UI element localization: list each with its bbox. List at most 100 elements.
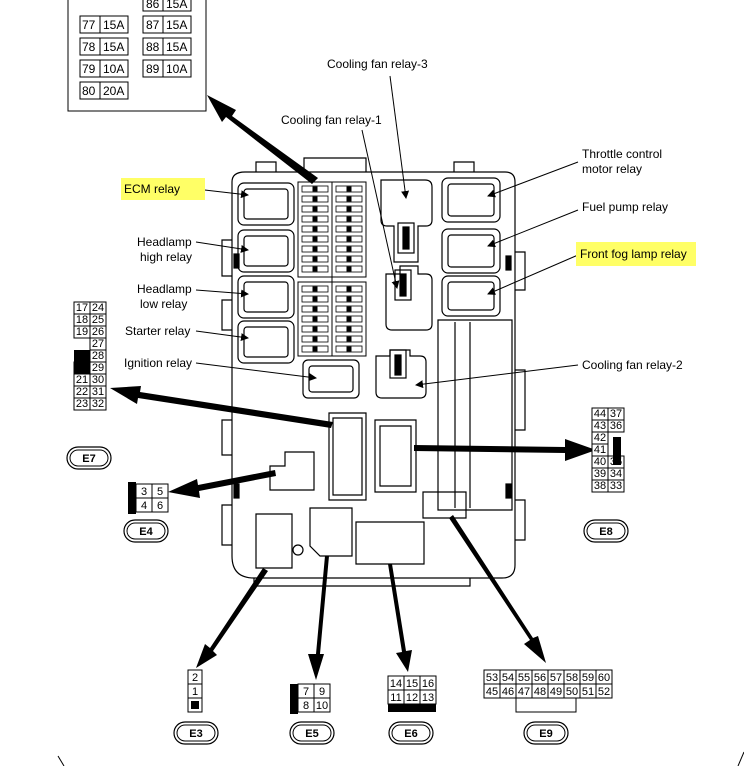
- connector-key: [128, 482, 136, 514]
- fuse-slot-mark: [312, 196, 318, 202]
- fuse-slot: [301, 345, 329, 353]
- fuse-number: 79: [82, 62, 96, 76]
- pin: 3: [141, 486, 147, 498]
- connector-key: [515, 697, 577, 713]
- pin: 22: [76, 386, 88, 398]
- arrow-to-e3: [196, 568, 268, 668]
- pin-cell: [595, 683, 613, 699]
- pin: 57: [550, 672, 562, 684]
- connector-key: [388, 704, 436, 712]
- pin: 32: [92, 398, 104, 410]
- fuse-slot: [335, 205, 363, 213]
- connector-label-e6: E6: [404, 728, 417, 740]
- pin: 14: [390, 678, 402, 690]
- fuse-slot-mark: [346, 316, 352, 322]
- fuse-slot: [335, 255, 363, 263]
- arrow-to-e4: [168, 470, 276, 498]
- pin: 37: [610, 408, 622, 420]
- connector-label-e7: E7: [82, 453, 95, 465]
- pin-cell: [313, 697, 331, 713]
- fuse-slot: [301, 325, 329, 333]
- label-headlamp-low-line2: low relay: [140, 297, 187, 311]
- fuse-slot: [301, 195, 329, 203]
- fuse-rating: 15A: [166, 0, 187, 11]
- fuse-slot: [335, 185, 363, 193]
- pin: 41: [594, 444, 606, 456]
- label-starter-relay: Starter relay: [125, 324, 190, 338]
- fuse-slot-mark: [346, 246, 352, 252]
- relay-slots-left: [237, 182, 295, 364]
- fuse-rating: 15A: [166, 40, 187, 54]
- fuse-number: 80: [82, 84, 96, 98]
- pin: 1: [192, 686, 198, 698]
- fuse-slot: [301, 295, 329, 303]
- fuse-slot-mark: [346, 346, 352, 352]
- fuse-rating: 15A: [103, 40, 124, 54]
- fuse-slot-mark: [346, 266, 352, 272]
- connector-key: [290, 684, 298, 714]
- fuse-table: 86 15A 77 15A 87 15A 78 15A 88 15A 79 10…: [67, 0, 207, 112]
- pin: 60: [598, 672, 610, 684]
- arrow-to-e5: [308, 556, 329, 680]
- arrow-to-e8: [414, 439, 596, 461]
- fuse-number: 78: [82, 40, 96, 54]
- pin: 2: [192, 672, 198, 684]
- connector-e7: 17241825192627282029213022312332 E7: [66, 301, 112, 470]
- pin: 7: [303, 686, 309, 698]
- fuse-slot-mark: [346, 336, 352, 342]
- label-front-fog-lamp-relay: Front fog lamp relay: [580, 247, 687, 261]
- label-ecm-relay: ECM relay: [124, 182, 180, 196]
- pin: 46: [502, 686, 514, 698]
- pin-cell: [151, 497, 169, 513]
- connector-label-e9: E9: [539, 728, 552, 740]
- fuse-slot: [335, 265, 363, 273]
- pin: 17: [76, 302, 88, 314]
- pin: 39: [594, 468, 606, 480]
- fuse-slot-mark: [312, 266, 318, 272]
- pin: 29: [92, 362, 104, 374]
- fuse-slot: [301, 235, 329, 243]
- fuse-number: 86: [146, 0, 160, 11]
- pin: 23: [76, 398, 88, 410]
- fuse-slot-mark: [312, 296, 318, 302]
- highlight-ecm-relay: [121, 178, 205, 200]
- fuse-slot: [335, 195, 363, 203]
- fuse-slot-mark: [312, 336, 318, 342]
- fuse-block: [297, 181, 367, 357]
- pin: 56: [534, 672, 546, 684]
- fuse-rating: 15A: [166, 18, 187, 32]
- fuse-slot-mark: [346, 206, 352, 212]
- pin: 58: [566, 672, 578, 684]
- fuse-slot-mark: [312, 206, 318, 212]
- pin: 11: [390, 692, 401, 704]
- pin: 28: [92, 350, 104, 362]
- fuse-slot-mark: [312, 216, 318, 222]
- fuse-number: 87: [146, 18, 160, 32]
- pin: 43: [594, 420, 606, 432]
- pin: 40: [594, 456, 606, 468]
- fuse-slot-mark: [312, 236, 318, 242]
- pin: 51: [582, 686, 594, 698]
- connector-key: [613, 437, 621, 465]
- fuse-slot: [335, 245, 363, 253]
- fuse-slot-mark: [346, 216, 352, 222]
- fuse-slot-mark: [346, 306, 352, 312]
- fuse-slot-mark: [346, 286, 352, 292]
- arrow-to-e9: [449, 515, 546, 663]
- fuse-rating: 10A: [166, 62, 187, 76]
- pin: 34: [610, 468, 622, 480]
- fuse-slot-mark: [346, 236, 352, 242]
- pin: 15: [406, 678, 418, 690]
- pin: 50: [566, 686, 578, 698]
- pin: 38: [594, 480, 606, 492]
- fuse-slot: [335, 305, 363, 313]
- label-headlamp-low-line1: Headlamp: [137, 282, 192, 296]
- fuse-slot-mark: [346, 186, 352, 192]
- fuse-number: 89: [146, 62, 160, 76]
- fuse-slot-mark: [312, 186, 318, 192]
